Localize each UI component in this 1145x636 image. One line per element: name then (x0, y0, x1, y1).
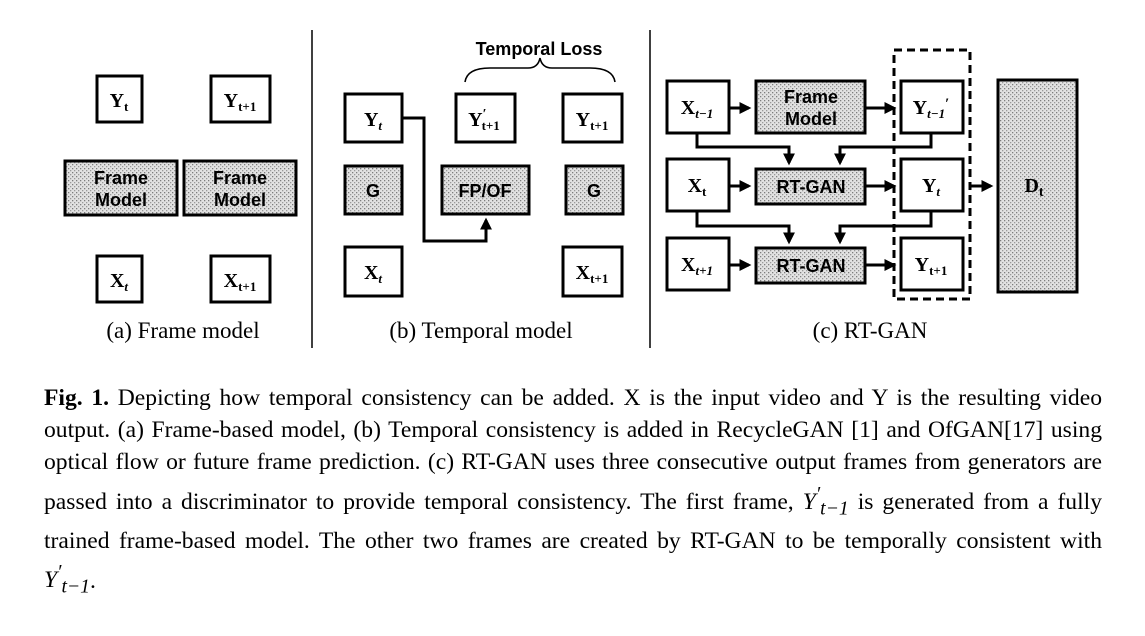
a-node-x-t: Xt (95, 254, 144, 304)
svg-text:Yt−1′: Yt−1′ (913, 96, 950, 121)
svg-text:RT-GAN: RT-GAN (777, 177, 846, 197)
c-node-x-tm1: Xt−1 (665, 79, 731, 135)
svg-text:Yt+1: Yt+1 (576, 109, 609, 133)
c-edge-y-t-to-rt-gan-2 (834, 211, 933, 245)
svg-text:Xt: Xt (688, 175, 707, 199)
svg-text:Xt+1: Xt+1 (576, 262, 609, 286)
svg-text:G: G (366, 181, 380, 201)
a-node-y-t: Yt (95, 74, 144, 124)
caption-symbol-1: Y′t−1 (802, 483, 849, 520)
c-caption: (c) RT-GAN (813, 318, 928, 343)
figure-caption: Fig. 1. Depicting how temporal consisten… (44, 382, 1102, 603)
b-node-x-t1: Xt+1 (561, 245, 624, 298)
svg-text:Dt: Dt (1024, 175, 1043, 200)
c-node-y-t1: Yt+1 (899, 236, 965, 292)
caption-symbol-2: Y′t−1 (44, 561, 90, 599)
svg-text:Xt: Xt (364, 262, 382, 286)
c-edge-x-t-to-rt-gan-2 (695, 211, 795, 245)
b-node-fp-of: FP/OF (440, 164, 531, 216)
svg-text:Yt+1: Yt+1 (915, 254, 948, 278)
figure-diagram: Yt Yt+1 Frame Model Frame Model Xt Xt+1 … (63, 30, 1079, 348)
svg-text:Model: Model (95, 190, 147, 210)
svg-text:Frame: Frame (94, 168, 148, 188)
b-caption: (b) Temporal model (389, 318, 572, 343)
b-node-y-t: Yt (343, 92, 404, 144)
c-node-x-t: Xt (665, 157, 731, 213)
svg-text:Model: Model (785, 109, 837, 129)
c-node-rt-gan-1: RT-GAN (754, 167, 867, 206)
b-temporal-loss-label: Temporal Loss (476, 39, 603, 59)
svg-text:G: G (587, 181, 601, 201)
panel-b: Temporal Loss Yt Y′t+1 Yt+1 G FP/OF G (343, 39, 625, 343)
svg-text:Xt+1: Xt+1 (224, 270, 257, 294)
caption-text-1: Depicting how temporal consistency can b… (44, 385, 1102, 515)
svg-text:Y′t+1: Y′t+1 (468, 107, 500, 133)
c-node-frame-model: Frame Model (754, 79, 867, 135)
b-temporal-loss-brace (464, 57, 616, 83)
svg-text:Yt+1: Yt+1 (224, 90, 257, 114)
c-dashed-output-group (892, 48, 972, 301)
svg-text:RT-GAN: RT-GAN (777, 256, 846, 276)
svg-text:Yt: Yt (110, 90, 129, 114)
svg-text:Model: Model (214, 190, 266, 210)
b-edge-y-t-to-fp-of (402, 116, 492, 243)
svg-text:Xt+1: Xt+1 (681, 254, 713, 278)
c-node-rt-gan-2: RT-GAN (754, 246, 867, 285)
svg-text:Yt: Yt (922, 175, 940, 199)
panel-a: Yt Yt+1 Frame Model Frame Model Xt Xt+1 … (63, 74, 298, 343)
caption-text-2: is generated from a fully trained frame-… (44, 488, 1102, 554)
c-edge-x-tm1-to-rt-gan-1 (695, 133, 795, 166)
b-node-y-t1: Yt+1 (561, 92, 624, 144)
svg-text:Xt: Xt (110, 270, 128, 294)
svg-text:FP/OF: FP/OF (459, 181, 512, 201)
a-node-x-t1: Xt+1 (209, 254, 272, 304)
b-node-g-2: G (564, 164, 625, 216)
c-node-y-t: Yt (899, 157, 965, 213)
a-caption: (a) Frame model (106, 318, 259, 343)
caption-text-3: . (90, 567, 96, 594)
c-node-y-tm1: Yt−1′ (899, 79, 965, 135)
c-edge-y-tm1-to-rt-gan-1 (834, 133, 933, 166)
c-node-discriminator: Dt (996, 78, 1079, 294)
b-node-y-prime-t1: Y′t+1 (454, 92, 517, 144)
svg-text:Frame: Frame (784, 87, 838, 107)
c-node-x-t1: Xt+1 (665, 236, 731, 292)
b-node-x-t: Xt (343, 245, 404, 298)
a-node-frame-model-2: Frame Model (182, 159, 298, 217)
svg-text:Yt: Yt (364, 109, 382, 133)
figure-label: Fig. 1. (44, 385, 110, 411)
panel-c: Xt−1 Frame Model Yt−1′ Xt RT-GAN Yt Xt+1 (665, 48, 1079, 343)
a-node-frame-model-1: Frame Model (63, 159, 179, 217)
a-node-y-t1: Yt+1 (209, 74, 272, 124)
svg-text:Xt−1: Xt−1 (681, 97, 713, 121)
b-node-g-1: G (343, 164, 404, 216)
svg-text:Frame: Frame (213, 168, 267, 188)
